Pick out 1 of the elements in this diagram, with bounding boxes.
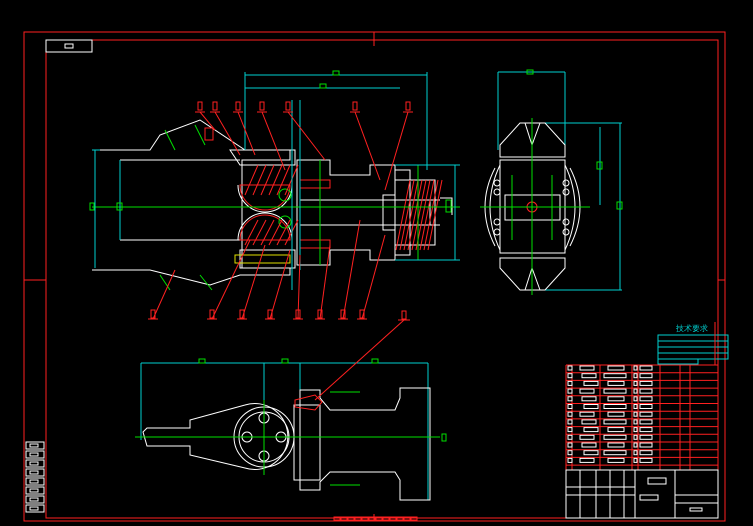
requirements-heading: 技术要求 bbox=[676, 324, 708, 333]
